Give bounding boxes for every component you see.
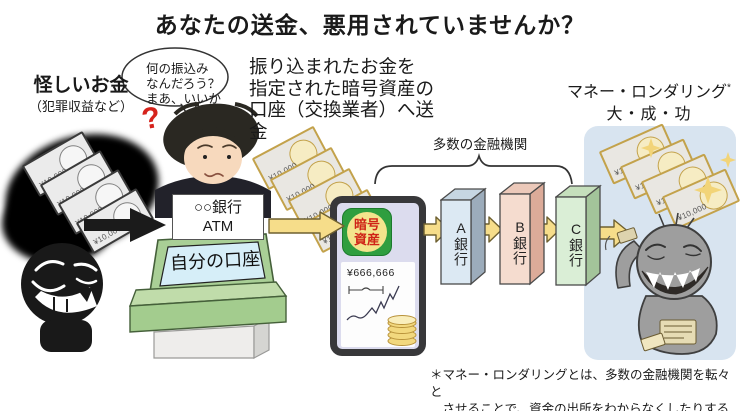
coin-stack-icon — [387, 315, 417, 346]
bank-c-label: C銀行 — [568, 220, 584, 268]
sparkle-icon — [641, 138, 661, 158]
transfer-note: 振り込まれたお金を 指定された暗号資産の 口座（交換業者）へ送金 — [249, 56, 435, 142]
sparkle-icon — [720, 152, 736, 168]
crypto-app-label: 暗号 資産 — [353, 217, 380, 247]
bank-a-label: A銀行 — [453, 219, 469, 267]
atm-screen-label: 自分の口座 — [169, 248, 261, 274]
bank-b-box — [499, 181, 546, 286]
result-title: マネー・ロンダリング* — [558, 78, 740, 102]
speech-bubble-text: 何の振込み なんだろう？ まあ、いいか — [146, 62, 222, 106]
result-title-text: マネー・ロンダリング — [567, 84, 728, 101]
suspicious-money-sublabel: （犯罪収益など） — [28, 99, 133, 114]
chart-squiggle-icon — [346, 285, 400, 321]
footnote: ＊マネー・ロンダリングとは、多数の金融機関を転々と させることで、資金の出所をわ… — [430, 368, 731, 411]
criminal-figure-icon — [21, 243, 103, 352]
atm-sign: ○○銀行 ATM — [172, 194, 264, 240]
bank-b-label: B銀行 — [512, 218, 528, 266]
yellow-arrow-icon — [268, 211, 345, 241]
bank-a-box — [440, 187, 487, 286]
crypto-app-icon: 暗号 資産 — [342, 208, 392, 256]
result-asterisk: * — [727, 82, 731, 94]
launderer-figure-icon — [604, 212, 718, 355]
brace-icon — [374, 153, 573, 185]
atm-icon — [128, 233, 288, 359]
crypto-app-coin — [347, 212, 387, 252]
bank-c-box — [555, 184, 602, 287]
black-arrow-icon — [84, 208, 166, 242]
page-title: あなたの送金、悪用されていませんか？ — [154, 12, 586, 38]
result-subtitle: 大・成・功 — [606, 106, 692, 123]
suspicious-money-label: 怪しいお金 — [33, 75, 129, 96]
crypto-balance: ¥666,666 — [347, 267, 395, 279]
sparkle-icon — [694, 176, 722, 204]
banks-caption: 多数の金融機関 — [432, 137, 528, 152]
